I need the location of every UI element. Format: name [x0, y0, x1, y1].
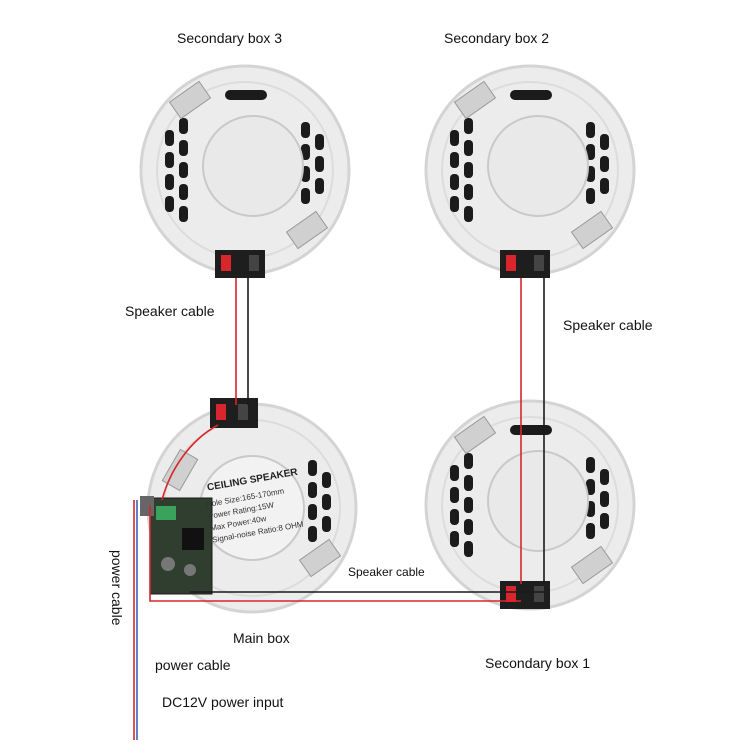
- speaker-cone: [202, 115, 304, 217]
- label-secondary-box-3: Secondary box 3: [177, 30, 283, 46]
- mount-clip-bottom: [285, 210, 329, 250]
- terminal-block: [210, 398, 258, 428]
- speaker-main-box: [140, 398, 358, 614]
- label-speaker-cable-right: Speaker cable: [563, 317, 653, 333]
- mount-clip-bottom: [570, 545, 614, 585]
- label-power-cable: power cable: [155, 657, 231, 673]
- mount-clip-top: [453, 415, 497, 455]
- speaker-secondary-2: [424, 64, 636, 278]
- label-secondary-box-1: Secondary box 1: [485, 655, 591, 671]
- label-dc-input: DC12V power input: [162, 694, 284, 710]
- terminal-block: [215, 250, 265, 278]
- speaker-cone: [487, 450, 589, 552]
- speaker-secondary-3: [139, 64, 351, 278]
- label-secondary-box-2: Secondary box 2: [444, 30, 550, 46]
- vent-holes: [308, 460, 331, 542]
- amplifier-board: [140, 496, 213, 595]
- cable-red-internal: [161, 424, 219, 501]
- mount-clip-top: [168, 80, 212, 120]
- label-power-cable-vertical: power cable: [109, 550, 125, 626]
- mount-clip-top: [453, 80, 497, 120]
- label-speaker-cable-bottom: Speaker cable: [348, 565, 425, 579]
- label-main-box: Main box: [233, 630, 290, 646]
- speaker-cone: [487, 115, 589, 217]
- mount-clip-bottom: [570, 210, 614, 250]
- vent-holes: [165, 90, 324, 222]
- cables: [133, 278, 545, 740]
- terminal-block: [500, 250, 550, 278]
- cable-red-box1: [149, 505, 521, 602]
- terminal-block: [500, 581, 550, 609]
- mount-clip-bottom: [298, 538, 342, 578]
- mount-clip-top: [161, 448, 199, 492]
- label-speaker-cable-left: Speaker cable: [125, 303, 215, 319]
- vent-holes: [450, 90, 609, 222]
- speaker-secondary-1: [424, 399, 636, 611]
